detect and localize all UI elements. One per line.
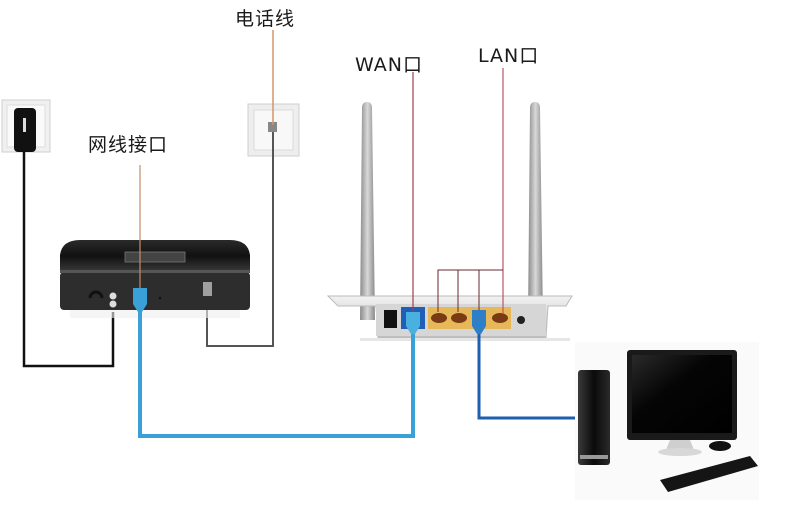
ethernet-cable-lan <box>477 330 577 420</box>
phone-plug-icon <box>203 282 212 296</box>
modem <box>60 240 250 318</box>
router <box>326 102 573 341</box>
power-cable <box>22 152 115 368</box>
lan-port-label: LAN口 <box>478 45 540 67</box>
network-port-label: 网线接口 <box>88 134 169 156</box>
pc-tower-icon <box>578 370 610 465</box>
wall-power-outlet <box>1 99 51 153</box>
ethernet-plug-wan-icon <box>406 312 420 334</box>
ethernet-cable-wan <box>138 300 415 438</box>
lan-leader-branches <box>437 269 503 312</box>
ethernet-plug-lan-icon <box>472 310 486 334</box>
lan-ports-icon <box>428 307 511 329</box>
phone-plug-icon <box>268 122 277 132</box>
phone-line-label: 电话线 <box>235 8 296 30</box>
mouse-icon <box>709 441 731 451</box>
antenna-left-icon <box>360 102 375 320</box>
keyboard-icon <box>660 456 758 492</box>
power-port-icon <box>384 310 397 328</box>
desktop-computer <box>575 342 759 500</box>
ethernet-plug-modem-icon <box>133 288 147 312</box>
antenna-right-icon <box>528 102 543 320</box>
wan-port-label: WAN口 <box>355 54 423 76</box>
